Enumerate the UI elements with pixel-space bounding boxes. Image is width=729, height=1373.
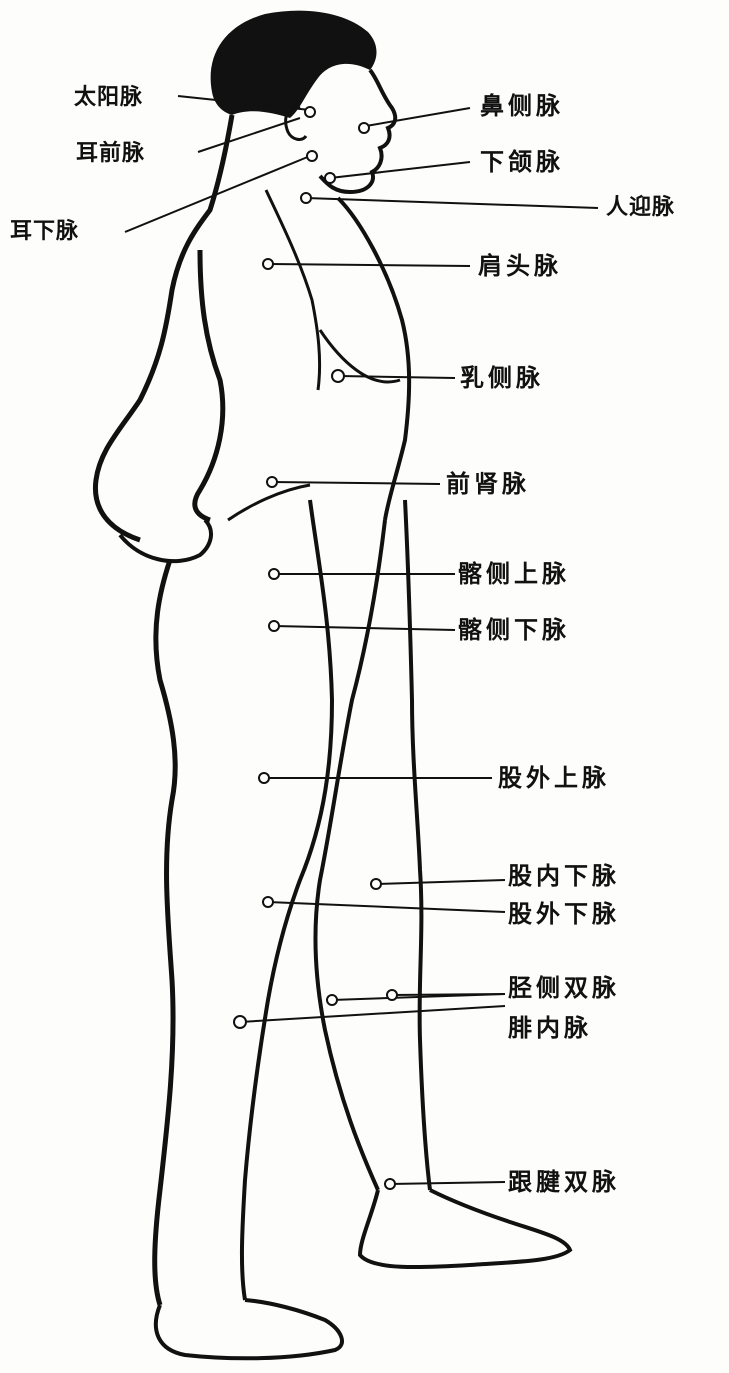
shoulder-line	[266, 190, 320, 390]
label-guwaishang: 股外上脉	[498, 764, 610, 792]
label-erxia: 耳下脉	[10, 218, 79, 246]
far-foot	[360, 1190, 570, 1267]
leader-erqian	[198, 118, 300, 152]
leader-qianshen	[272, 482, 440, 484]
point-guwaixia	[263, 897, 273, 907]
label-guwaixia: 股外下脉	[508, 900, 620, 928]
label-ruce: 乳侧脉	[460, 364, 544, 392]
point-feinei	[234, 1016, 246, 1028]
label-luoceshang: 髂侧上脉	[458, 560, 570, 588]
point-luocexia	[269, 621, 279, 631]
label-renying: 人迎脉	[606, 194, 675, 222]
label-luocexia: 髂侧下脉	[458, 616, 570, 644]
leader-xiahan	[330, 162, 470, 178]
far-leg-back	[405, 500, 430, 1190]
point-jingce-1	[327, 995, 337, 1005]
rear-leg-outline	[155, 560, 175, 1305]
label-guneixia: 股内下脉	[508, 862, 620, 890]
leader-jingce-2	[392, 994, 505, 995]
point-jiantou	[263, 259, 273, 269]
label-feinei: 腓内脉	[508, 1014, 592, 1042]
label-jingceshuang: 胫侧双脉	[508, 974, 620, 1002]
back-outline	[95, 115, 232, 540]
label-qianshen: 前肾脉	[446, 470, 530, 498]
point-xiahan	[325, 173, 335, 183]
point-renying	[301, 193, 311, 203]
label-erqian: 耳前脉	[76, 140, 145, 168]
leader-guwaixia	[268, 902, 505, 912]
leader-guneixia	[376, 880, 505, 884]
point-taiyang	[305, 107, 315, 117]
leader-erxia	[125, 156, 310, 232]
point-luoceshang	[269, 569, 279, 579]
point-jingce-2	[387, 990, 397, 1000]
point-bice	[359, 123, 369, 133]
point-qianshen	[267, 477, 277, 487]
acupoint-markers	[234, 107, 397, 1189]
near-foot	[156, 1300, 342, 1358]
leader-luocexia	[274, 626, 455, 630]
front-outline	[338, 198, 409, 520]
label-bice: 鼻侧脉	[480, 92, 564, 120]
label-taiyang: 太阳脉	[74, 84, 143, 112]
point-guwaishang	[259, 773, 269, 783]
leader-genjian	[390, 1182, 505, 1184]
leader-ruce	[340, 376, 455, 378]
label-xiahan: 下颌脉	[480, 148, 564, 176]
leader-renying	[306, 198, 598, 208]
point-guneixia	[371, 879, 381, 889]
label-genjianshuang: 跟腱双脉	[508, 1168, 620, 1196]
label-jiantou: 肩头脉	[478, 252, 562, 280]
waist-line	[228, 485, 310, 520]
hand	[120, 520, 211, 561]
leader-bice	[366, 108, 470, 126]
leader-feinei	[240, 1006, 505, 1022]
arm-outline	[195, 250, 223, 520]
point-ruce	[332, 370, 344, 382]
point-genjian	[385, 1179, 395, 1189]
ear	[286, 107, 306, 139]
point-erxia	[307, 151, 317, 161]
